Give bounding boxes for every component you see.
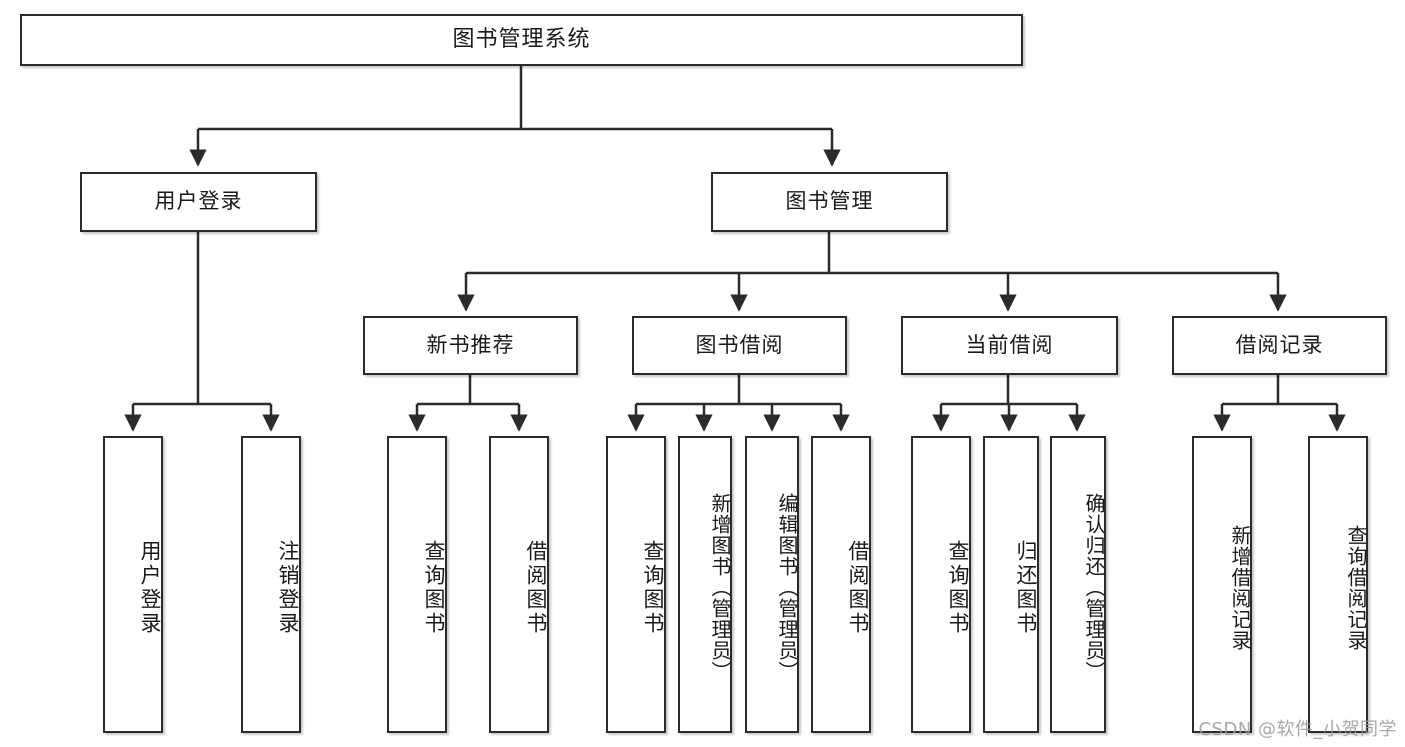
leaf-add-borrow-record[interactable]: 新增借阅记录 [1192, 436, 1252, 733]
leaf-query-books-new[interactable]: 查询图书 [387, 436, 447, 733]
node-user-login-label: 用户登录 [154, 189, 243, 214]
node-user-login[interactable]: 用户登录 [80, 172, 317, 232]
leaf-confirm-return-admin-label: 确认归还（管理员） [1082, 493, 1106, 682]
leaf-edit-book-admin[interactable]: 编辑图书（管理员） [745, 436, 799, 733]
node-book-management[interactable]: 图书管理 [711, 172, 948, 232]
leaf-add-book-admin-label: 新增图书（管理员） [708, 493, 732, 682]
leaf-edit-book-admin-label: 编辑图书（管理员） [775, 493, 799, 682]
node-borrow-records-label: 借阅记录 [1235, 332, 1324, 357]
node-new-book-recommend[interactable]: 新书推荐 [363, 316, 578, 375]
node-book-borrow[interactable]: 图书借阅 [632, 316, 847, 375]
leaf-user-login-label: 用户登录 [138, 539, 162, 636]
node-root-label: 图书管理系统 [452, 26, 591, 52]
leaf-query-borrow-record-label: 查询借阅记录 [1344, 524, 1368, 651]
leaf-return-books-label: 归还图书 [1014, 539, 1038, 636]
node-book-management-label: 图书管理 [785, 189, 874, 214]
leaf-query-books-borrow[interactable]: 查询图书 [606, 436, 666, 733]
leaf-add-borrow-record-label: 新增借阅记录 [1228, 524, 1252, 651]
leaf-query-books-borrow-label: 查询图书 [641, 539, 665, 636]
leaf-borrow-books-new-label: 借阅图书 [524, 539, 548, 636]
leaf-logout-label: 注销登录 [276, 539, 300, 636]
node-book-borrow-label: 图书借阅 [695, 332, 784, 357]
node-root[interactable]: 图书管理系统 [20, 14, 1023, 66]
node-new-book-recommend-label: 新书推荐 [426, 332, 515, 357]
node-current-borrow-label: 当前借阅 [965, 332, 1054, 357]
leaf-add-book-admin[interactable]: 新增图书（管理员） [678, 436, 732, 733]
leaf-query-books-current-label: 查询图书 [946, 539, 970, 636]
leaf-query-books-current[interactable]: 查询图书 [911, 436, 971, 733]
leaf-logout[interactable]: 注销登录 [241, 436, 301, 733]
node-borrow-records[interactable]: 借阅记录 [1172, 316, 1387, 375]
leaf-return-books[interactable]: 归还图书 [983, 436, 1039, 733]
leaf-borrow-books-label: 借阅图书 [846, 539, 870, 636]
leaf-borrow-books-new[interactable]: 借阅图书 [489, 436, 549, 733]
leaf-user-login[interactable]: 用户登录 [103, 436, 163, 733]
leaf-query-books-new-label: 查询图书 [422, 539, 446, 636]
leaf-query-borrow-record[interactable]: 查询借阅记录 [1308, 436, 1368, 733]
watermark: CSDN @软件_小贺同学 [1198, 719, 1397, 740]
node-current-borrow[interactable]: 当前借阅 [901, 316, 1118, 375]
leaf-borrow-books[interactable]: 借阅图书 [811, 436, 871, 733]
leaf-confirm-return-admin[interactable]: 确认归还（管理员） [1050, 436, 1106, 733]
